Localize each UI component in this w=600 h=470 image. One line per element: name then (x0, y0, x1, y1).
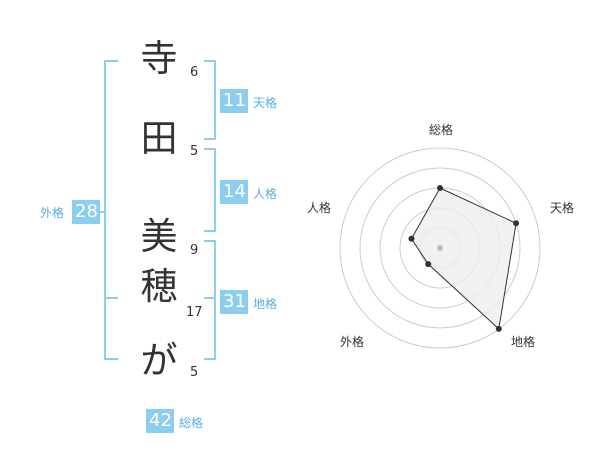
radar-point-3 (425, 261, 432, 268)
stroke-count-1: 6 (190, 65, 199, 80)
chi-label: 地格 (253, 297, 278, 311)
chi-bracket (204, 240, 216, 360)
radar-point-1 (513, 220, 520, 227)
radar-axis-label-chi: 地格 (511, 334, 535, 349)
name-char-1: 寺 (140, 37, 178, 80)
name-char-5: が (140, 339, 178, 382)
radar-point-2 (495, 325, 502, 332)
jin-bracket (204, 148, 216, 232)
gai-label: 外格 (40, 206, 65, 220)
radar-axis-label-sou: 総格 (429, 122, 453, 137)
gai-bracket-connector (98, 211, 106, 213)
stroke-count-4: 17 (186, 305, 203, 320)
radar-axis-label-jin: 人格 (307, 200, 331, 215)
radar-ring (359, 167, 521, 329)
stroke-count-5: 5 (190, 365, 199, 380)
radar-points (408, 185, 520, 332)
jin-value-badge: 14 (220, 180, 248, 204)
name-char-3: 美 (140, 215, 178, 258)
ten-label: 天格 (253, 96, 278, 110)
radar-chart: 総格 天格 地格 外格 人格 (307, 122, 574, 349)
name-char-2: 田 (140, 117, 178, 160)
stroke-count-2: 5 (190, 144, 199, 159)
radar-polygon (410, 187, 517, 330)
ten-bracket (204, 60, 216, 140)
jin-label: 人格 (253, 187, 278, 201)
radar-point-4 (408, 235, 415, 242)
sou-label: 総格 (179, 416, 204, 430)
radar-ring (339, 147, 541, 349)
radar-axis-label-gai: 外格 (340, 334, 364, 349)
stroke-count-3: 9 (190, 243, 199, 258)
chi-bracket-mid-tick (204, 297, 216, 299)
radar-axis-label-ten: 天格 (550, 200, 574, 215)
chi-value-badge: 31 (220, 290, 248, 314)
gai-bracket (104, 60, 118, 360)
gai-value-badge: 28 (72, 200, 100, 224)
radar-center-dot (437, 245, 443, 251)
gai-bracket-mid-tick (104, 297, 118, 299)
sou-value-badge: 42 (146, 409, 174, 433)
name-char-4: 穂 (140, 265, 178, 308)
radar-point-0 (437, 185, 443, 191)
ten-value-badge: 11 (220, 89, 248, 113)
